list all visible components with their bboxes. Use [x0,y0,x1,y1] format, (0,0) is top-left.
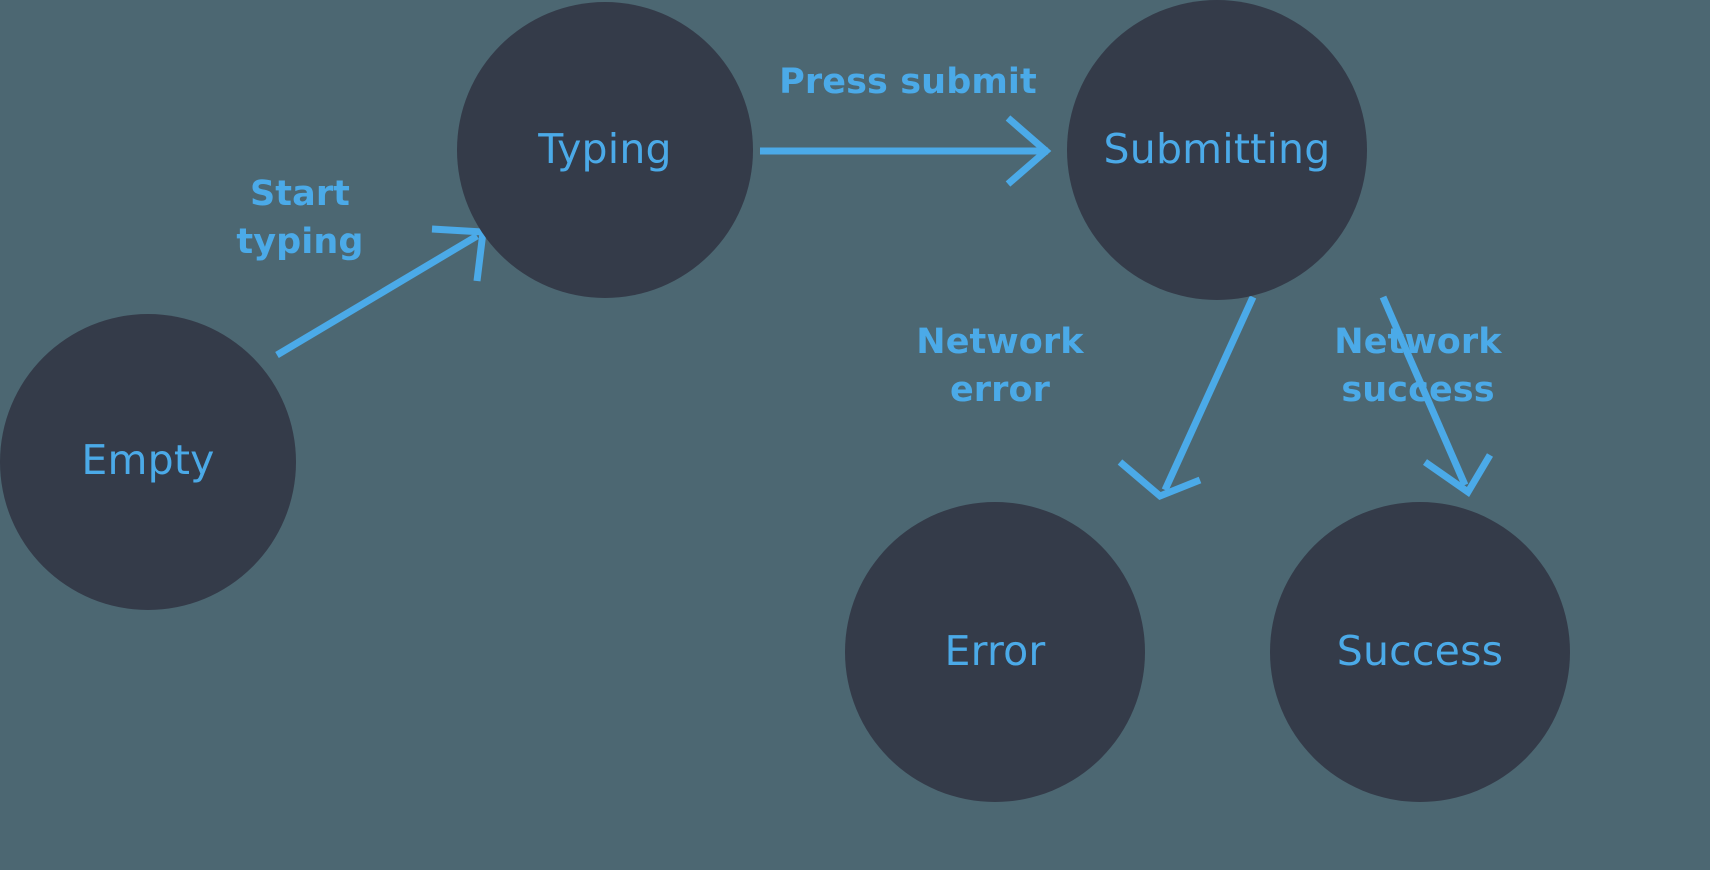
state-node-submitting[interactable]: Submitting [1067,0,1367,300]
state-node-error[interactable]: Error [845,502,1145,802]
edge-label-typing-to-submitting: Press submit [779,62,1037,102]
arrowhead-submitting-to-error [1117,459,1202,501]
state-label-empty: Empty [81,436,214,484]
state-label-submitting: Submitting [1104,125,1331,173]
state-label-error: Error [945,627,1046,675]
edge-line-empty-to-typing [275,232,479,359]
edge-line-submitting-to-error [1161,295,1257,492]
state-circle-error[interactable] [845,502,1145,802]
edge-label-line-1: Start [250,174,350,214]
state-node-empty[interactable]: Empty [0,314,296,610]
state-circle-submitting[interactable] [1067,0,1367,300]
edge-label-line-2: typing [236,222,363,262]
edge-label-line-1: Network [916,322,1084,362]
edge-label-empty-to-typing: Start typing [236,174,363,262]
arrowhead-typing-to-submitting [1005,115,1052,187]
state-circle-typing[interactable] [457,2,753,298]
edge-label-line-2: success [1341,370,1494,410]
arrowhead-submitting-to-success [1422,453,1494,498]
state-node-typing[interactable]: Typing [457,2,753,298]
edge-submitting-to-error [1117,295,1257,501]
state-circle-success[interactable] [1270,502,1570,802]
edge-line-submitting-to-success [1379,295,1469,487]
state-node-success[interactable]: Success [1270,502,1570,802]
state-label-success: Success [1337,627,1503,675]
edge-submitting-to-success [1379,295,1494,498]
edge-label-line-2: error [950,370,1051,410]
edge-label-submitting-to-error: Network error [916,322,1084,410]
state-label-typing: Typing [537,125,672,173]
edge-typing-to-submitting [760,115,1052,187]
edge-label-line-1: Press submit [779,62,1037,102]
edge-label-line-1: Network [1334,322,1502,362]
edge-label-submitting-to-success: Network success [1334,322,1502,410]
state-circle-empty[interactable] [0,314,296,610]
